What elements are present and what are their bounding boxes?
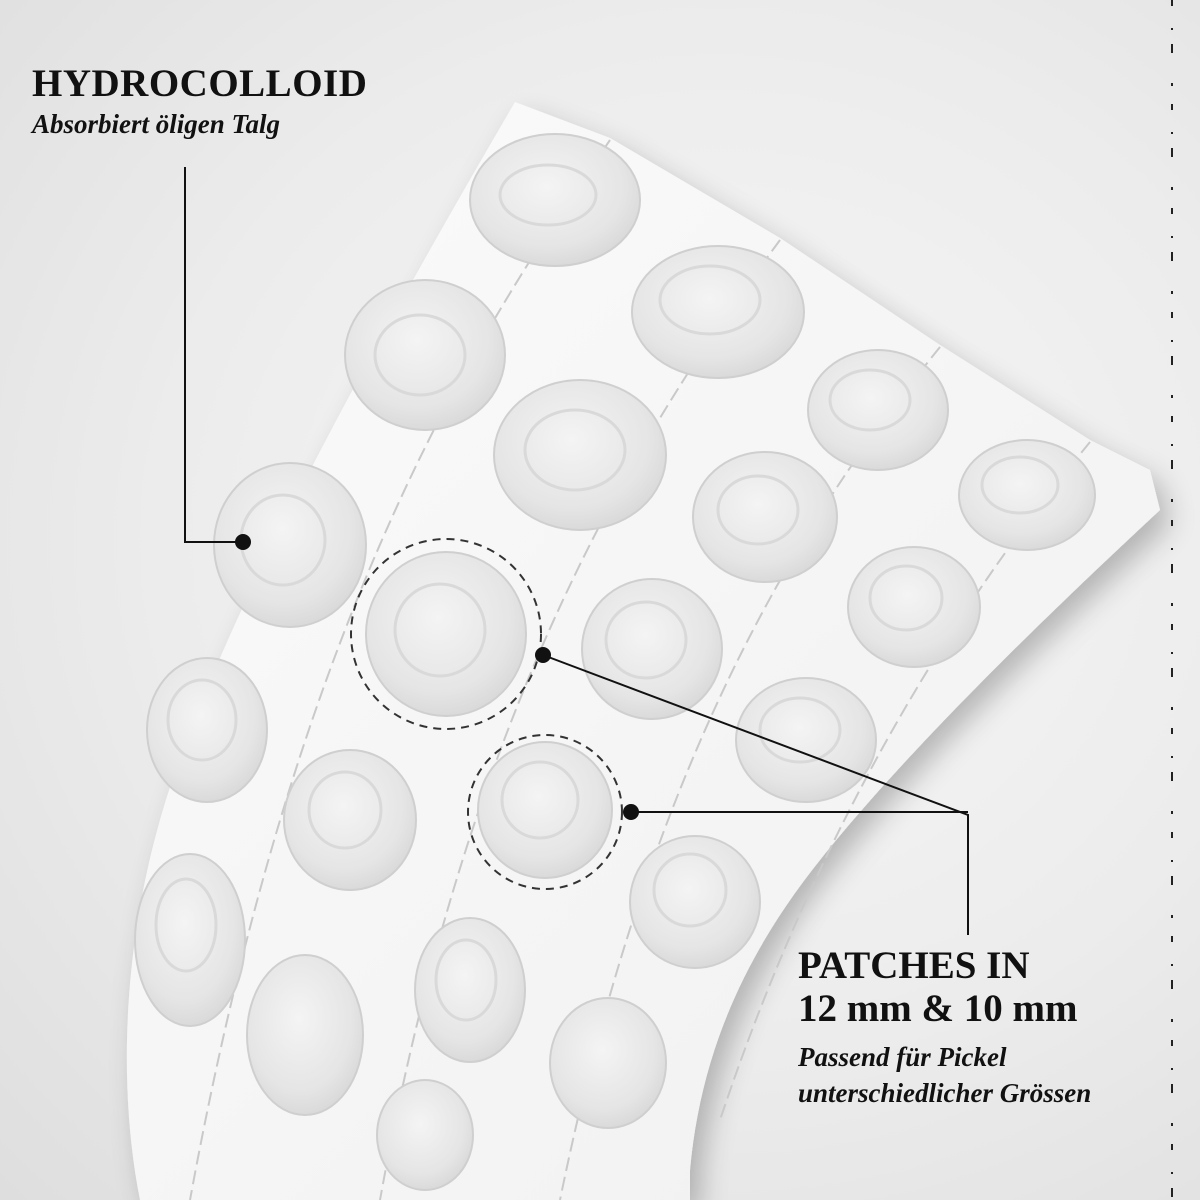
patch [692,451,838,583]
patch [807,349,949,471]
hydrocolloid-callout-line [184,167,243,543]
hydrocolloid-dot-marker [235,534,251,550]
patches-12mm-callout-line [542,654,969,935]
patch [246,954,364,1116]
patch-inner-rings [154,163,1060,1022]
patch-12mm-dot-marker [535,647,551,663]
patch [376,1079,474,1191]
highlight-10mm-dashed-circle [467,734,623,890]
patch [847,546,981,668]
patches-subtitle-line1: Passend für Pickel [798,1041,1007,1072]
hydrocolloid-subtitle: Absorbiert öligen Talg [32,108,281,139]
highlight-12mm-dashed-circle [350,538,542,730]
patch [365,551,527,717]
patches-label: PATCHES IN 12 mm & 10 mm Passend für Pic… [798,944,1092,1112]
patch [735,677,877,803]
patches-title-line2: 12 mm & 10 mm [798,986,1078,1030]
patch [213,462,367,628]
patch [581,578,723,720]
hydrocolloid-label: HYDROCOLLOID Absorbiert öligen Talg [32,62,368,142]
patch-10mm-dot-marker [623,804,639,820]
patch [469,133,641,267]
patches-subtitle-line2: unterschiedlicher Grössen [798,1078,1092,1109]
patch [631,245,805,379]
patches-title-line1: PATCHES IN [798,944,1030,987]
hydrocolloid-title: HYDROCOLLOID [32,62,368,105]
patch [344,279,506,431]
patch [958,439,1096,551]
callout-lines [184,167,969,935]
patch [549,997,667,1129]
patch [493,379,667,531]
